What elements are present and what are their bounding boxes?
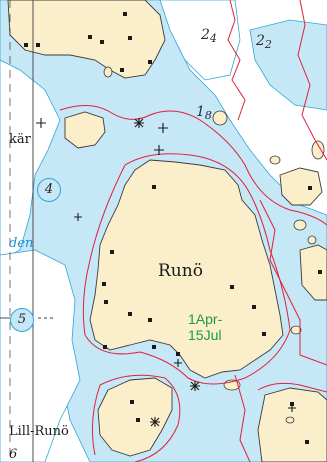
depth-sounding: 24 — [201, 27, 217, 45]
restriction-line-east-1 — [227, 0, 246, 121]
place-name-den: den — [9, 236, 34, 251]
land-east-right-island — [299, 244, 327, 301]
rock-cross — [74, 213, 82, 221]
rock-cross — [174, 359, 182, 367]
restriction-lines — [59, 0, 327, 462]
place-name-kar: kär — [9, 132, 31, 147]
deep-water-west-lower — [0, 249, 81, 462]
deep-water-areas — [0, 0, 241, 462]
island-name-runo: Runö — [158, 261, 203, 281]
wreck-asterisk — [134, 118, 144, 128]
rock-cross — [158, 123, 168, 133]
land-south-east-island — [257, 387, 327, 462]
land-lill-runo — [97, 377, 173, 457]
buildings — [24, 12, 322, 444]
restriction-line-east-4 — [234, 374, 251, 462]
land-areas — [7, 0, 327, 462]
islets — [103, 66, 325, 424]
place-name-lill-runo: Lill-Runö — [9, 424, 69, 439]
restriction-line-south-east — [257, 382, 327, 393]
restriction-line-east-3 — [259, 199, 327, 366]
depth-sounding: 18 — [196, 104, 212, 122]
chart-edge-numeral: 6 — [9, 447, 18, 462]
circled-depth-marker: 4 — [37, 178, 61, 202]
wreck-asterisk — [190, 381, 200, 391]
chart-lines — [0, 0, 55, 462]
restriction-period-line2: 15Jul — [188, 327, 222, 343]
land-north-west — [7, 0, 166, 79]
depth-sounding: 22 — [256, 33, 272, 51]
land-small-west-island — [64, 111, 106, 149]
restriction-line-lill-runo — [91, 374, 181, 462]
hazard-symbols — [36, 118, 296, 427]
deep-water-north — [159, 0, 241, 81]
wreck-asterisk — [150, 417, 160, 427]
rock-cross — [288, 404, 296, 412]
restriction-line-east-2 — [297, 0, 327, 161]
circled-depth-marker: 5 — [10, 308, 34, 332]
land-east-island — [279, 167, 323, 206]
restriction-period-line1: 1Apr- — [188, 311, 223, 327]
shallow-water-north-east — [249, 19, 327, 111]
rock-cross — [154, 145, 164, 155]
restriction-line-outer-west — [59, 105, 327, 226]
rock-cross — [36, 118, 46, 128]
restriction-line-runo — [82, 153, 291, 385]
land-runo — [89, 159, 284, 379]
